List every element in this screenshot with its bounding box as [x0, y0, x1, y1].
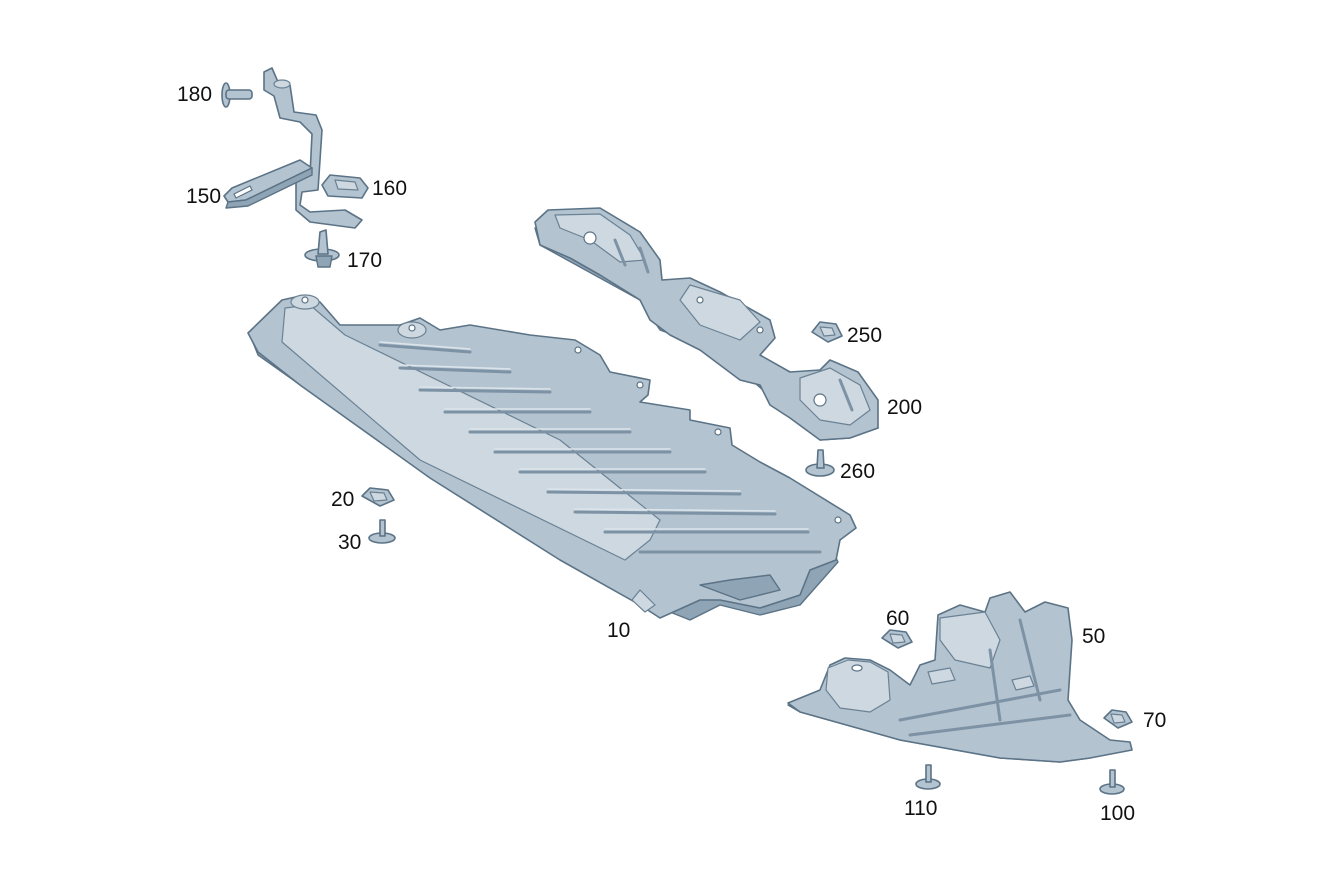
part-70-clip-nut: [1103, 709, 1133, 729]
part-30-push-rivet: [368, 519, 396, 544]
callout-60: 60: [886, 607, 910, 630]
part-100-push-rivet: [1099, 769, 1125, 795]
callout-170: 170: [347, 249, 383, 272]
callout-100: 100: [1100, 802, 1136, 825]
part-260-push-rivet: [805, 449, 835, 477]
part-180-screw: [221, 82, 253, 108]
callout-110: 110: [904, 797, 938, 820]
callout-70: 70: [1143, 709, 1167, 732]
callout-150: 150: [186, 185, 222, 208]
part-60-clip-nut: [881, 629, 913, 649]
part-50-side-panel: [787, 591, 1133, 763]
callout-200: 200: [887, 396, 923, 419]
part-110-push-rivet: [915, 764, 941, 790]
callout-20: 20: [331, 488, 355, 511]
part-170-push-rivet: [304, 229, 340, 268]
part-160-clip-nut: [321, 174, 369, 199]
part-200-bracket: [534, 207, 879, 441]
part-150-bent-bracket: [223, 67, 363, 229]
callout-10: 10: [607, 619, 631, 642]
callout-260: 260: [840, 460, 876, 483]
callout-160: 160: [372, 177, 408, 200]
part-10-underbody-panel: [247, 294, 857, 621]
callout-180: 180: [177, 83, 213, 106]
callout-250: 250: [847, 324, 883, 347]
part-250-clip-nut: [811, 321, 843, 343]
part-20-clip-nut: [361, 487, 395, 507]
callout-50: 50: [1082, 625, 1106, 648]
callout-30: 30: [338, 531, 362, 554]
